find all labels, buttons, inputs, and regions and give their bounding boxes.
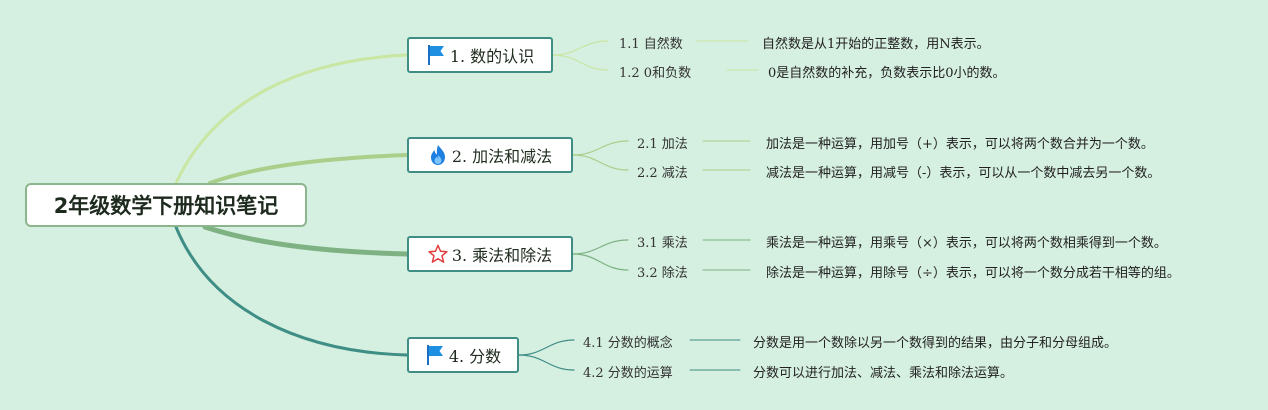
subtopic-fraction-concept[interactable]: 4.1 分数的概念 xyxy=(583,336,673,351)
topic-label: 3. 乘法和除法 xyxy=(451,246,553,265)
sub-connector xyxy=(572,140,629,156)
topic-addition-subtraction[interactable]: 2. 加法和减法 xyxy=(407,137,573,173)
sub-connector xyxy=(518,339,575,356)
topic-label: 1. 数的认识 xyxy=(449,47,535,66)
root-topic[interactable]: 2年级数学下册知识笔记 xyxy=(25,183,307,227)
note-addition: 加法是一种运算，用加号（+）表示，可以将两个数合并为一个数。 xyxy=(766,137,1154,152)
root-topic-label: 2年级数学下册知识笔记 xyxy=(53,194,279,218)
topic-number-recognition[interactable]: 1. 数的认识 xyxy=(407,37,553,73)
note-fraction-concept: 分数是用一个数除以另一个数得到的结果，由分子和分母组成。 xyxy=(753,336,1118,351)
subtopic-subtraction[interactable]: 2.2 减法 xyxy=(637,166,688,181)
branch-connector xyxy=(202,224,410,257)
branch-connector xyxy=(208,153,409,185)
note-multiplication: 乘法是一种运算，用乘号（×）表示，可以将两个数相乘得到一个数。 xyxy=(766,236,1167,251)
branch-connector xyxy=(174,53,409,185)
fire-icon xyxy=(430,145,445,165)
topic-fractions[interactable]: 4. 分数 xyxy=(407,337,519,373)
subtopic-addition[interactable]: 2.1 加法 xyxy=(637,137,688,152)
subtopic-division[interactable]: 3.2 除法 xyxy=(637,266,688,281)
topic-label: 4. 分数 xyxy=(448,347,502,366)
flag-icon xyxy=(427,45,444,65)
sub-connector xyxy=(552,54,609,71)
sub-connector xyxy=(518,354,575,371)
note-subtraction: 减法是一种运算，用减号（-）表示，可以从一个数中减去另一个数。 xyxy=(766,166,1161,181)
sub-connector xyxy=(572,239,629,255)
subtopic-fraction-operations[interactable]: 4.2 分数的运算 xyxy=(583,366,673,381)
star-icon xyxy=(428,244,448,263)
note-natural-numbers: 自然数是从1开始的正整数，用N表示。 xyxy=(762,37,990,52)
subtopic-natural-numbers[interactable]: 1.1 自然数 xyxy=(619,37,683,52)
note-zero-negative: 0是自然数的补充，负数表示比0小的数。 xyxy=(768,66,1006,81)
topic-multiplication-division[interactable]: 3. 乘法和除法 xyxy=(407,236,573,272)
branch-connector xyxy=(174,225,409,357)
subtopic-multiplication[interactable]: 3.1 乘法 xyxy=(637,236,688,251)
sub-connector xyxy=(552,40,609,56)
note-division: 除法是一种运算，用除号（÷）表示，可以将一个数分成若干相等的组。 xyxy=(766,266,1180,281)
sub-connector xyxy=(572,253,629,271)
flag-icon xyxy=(426,345,443,365)
note-fraction-operations: 分数可以进行加法、减法、乘法和除法运算。 xyxy=(753,366,1014,381)
topic-label: 2. 加法和减法 xyxy=(451,147,553,166)
subtopic-zero-negative[interactable]: 1.2 0和负数 xyxy=(619,66,692,81)
sub-connector xyxy=(572,154,629,171)
